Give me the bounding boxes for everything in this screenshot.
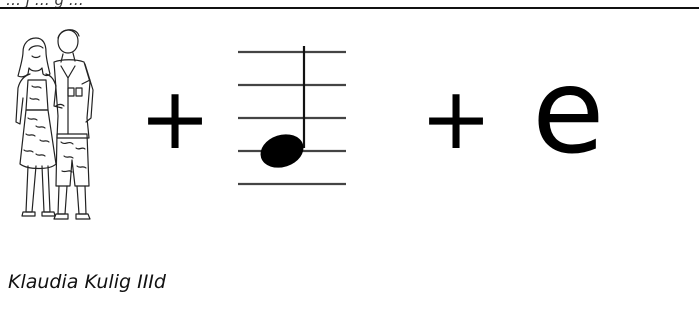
couple-illustration-icon <box>15 29 94 220</box>
rebus-letter: e <box>532 42 605 180</box>
cropped-header-text: … j … g … <box>6 0 84 9</box>
header-divider <box>0 7 699 9</box>
musical-note-on-staff-icon <box>238 46 346 186</box>
author-caption: Klaudia Kulig IIId <box>8 271 166 293</box>
plus-sign: + <box>420 69 493 169</box>
plus-sign: + <box>139 69 212 169</box>
